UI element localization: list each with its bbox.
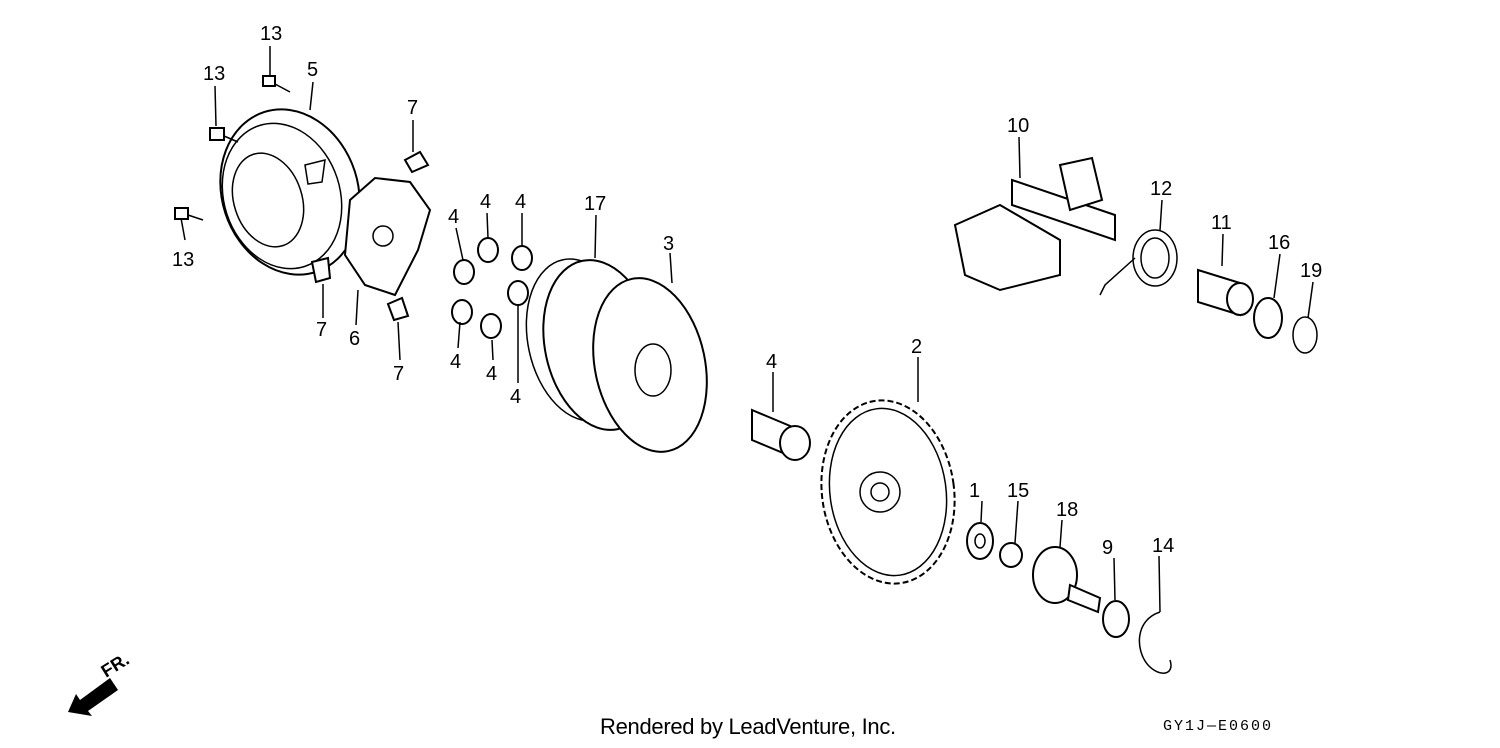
callout-19: 19 [1300, 260, 1322, 282]
part-7-slider [310, 256, 332, 284]
part-4-weight-roller [453, 259, 475, 285]
callout-9: 18 [1056, 499, 1078, 521]
part-13-bolt [262, 75, 291, 93]
part-14-washer [1102, 600, 1130, 638]
part-4-weight-roller [477, 237, 499, 263]
part-9-starter-pinion [1032, 546, 1102, 614]
callout-18: 15 [1007, 480, 1029, 502]
callout-7: 7 [407, 97, 418, 119]
callout-15: 1 [969, 480, 980, 502]
part-4-weight-roller [451, 299, 473, 325]
part-10-kick-spindle [953, 156, 1116, 292]
callout-3: 3 [663, 233, 674, 255]
callout-4: 4 [486, 363, 497, 385]
callout-11: 11 [1211, 212, 1232, 234]
part-5-drive-cover [219, 108, 361, 276]
part-11-collar [1197, 268, 1254, 317]
part-1-starter-driven-gear [820, 399, 956, 585]
callout-4: 4 [450, 351, 461, 373]
part-3-movable-drive-face [542, 259, 708, 453]
part-13-bolt [209, 127, 239, 143]
part-7-slider [386, 296, 410, 322]
part-4-weight-roller [507, 280, 529, 306]
callout-13: 13 [203, 63, 225, 85]
callout-8: 14 [1152, 535, 1174, 557]
front-arrow-icon [68, 678, 118, 716]
part-4-weight-roller [480, 313, 502, 339]
callout-7: 7 [393, 363, 404, 385]
callout-4: 4 [448, 206, 459, 228]
callout-4: 4 [480, 191, 491, 213]
diagram-code: GY1J—E0600 [1163, 718, 1274, 735]
callout-10: 10 [1007, 115, 1029, 137]
footer-credit: Rendered by LeadVenture, Inc. [600, 714, 896, 739]
callout-5: 5 [307, 59, 318, 81]
part-13-bolt [174, 207, 204, 221]
callout-labels: 13 13 5 7 13 4 4 4 17 3 10 12 11 16 19 4… [172, 23, 1322, 559]
callout-2: 4 [766, 351, 777, 373]
callout-6: 6 [349, 328, 360, 350]
front-label: FR. [98, 649, 133, 681]
callout-16: 16 [1268, 232, 1290, 254]
callout-1: 2 [911, 336, 922, 358]
front-direction-indicator: FR. [68, 649, 133, 716]
part-4-weight-roller [511, 245, 533, 271]
callout-13: 13 [172, 249, 194, 271]
callout-4: 4 [515, 191, 526, 213]
part-16-washer [1253, 297, 1283, 339]
part-2-collar [751, 408, 811, 461]
part-19-circlip [1292, 316, 1318, 354]
callout-13: 13 [260, 23, 282, 45]
part-6-ramp-plate [343, 176, 432, 297]
part-18-nut [999, 542, 1023, 568]
callout-14: 9 [1102, 537, 1113, 559]
callout-17: 17 [584, 193, 606, 215]
part-8-clip [1138, 611, 1172, 674]
leader-lines [180, 46, 1314, 613]
callout-7: 7 [316, 319, 327, 341]
callout-12: 12 [1150, 178, 1172, 200]
part-12-kick-spring [1099, 229, 1178, 296]
callout-4: 4 [510, 386, 521, 408]
part-15-washer [966, 522, 994, 560]
part-7-slider [403, 150, 430, 174]
